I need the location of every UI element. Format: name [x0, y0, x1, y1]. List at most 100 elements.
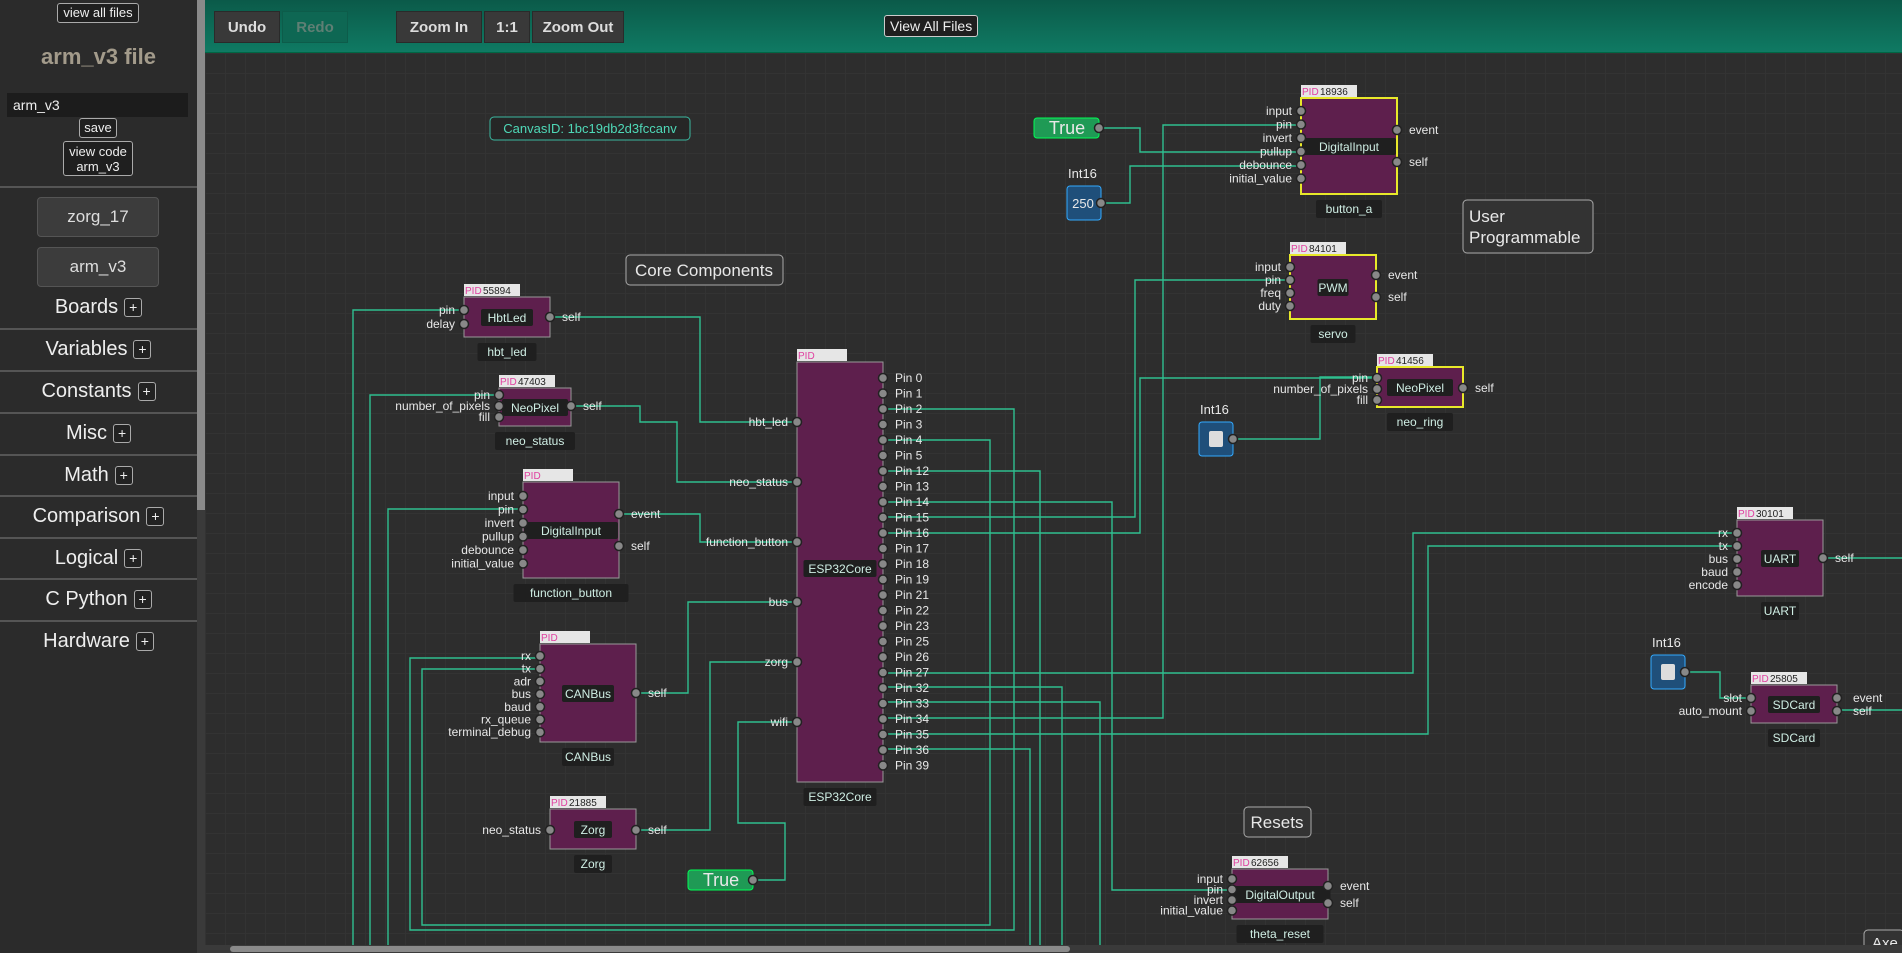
plus-icon[interactable]: + [137, 382, 156, 402]
port[interactable] [877, 558, 889, 570]
section-math[interactable]: Math+ [0, 455, 197, 495]
port[interactable] [877, 589, 889, 601]
port[interactable] [458, 304, 470, 316]
port[interactable] [1284, 287, 1296, 299]
port[interactable] [877, 574, 889, 585]
zoom-in-button[interactable]: Zoom In [396, 11, 482, 43]
port[interactable] [1093, 122, 1105, 134]
port[interactable] [1679, 666, 1691, 678]
port[interactable] [791, 596, 803, 608]
port[interactable] [1731, 566, 1743, 578]
port[interactable] [613, 540, 625, 552]
port[interactable] [1731, 540, 1743, 552]
file-button-zorg-17[interactable]: zorg_17 [37, 197, 159, 237]
port[interactable] [1831, 705, 1843, 717]
port[interactable] [517, 531, 529, 542]
port[interactable] [1731, 553, 1743, 565]
section-hardware[interactable]: Hardware+ [0, 621, 197, 661]
section-constants[interactable]: Constants+ [0, 371, 197, 411]
port[interactable] [1226, 873, 1238, 885]
file-name-input[interactable] [7, 93, 188, 117]
port[interactable] [791, 656, 803, 668]
port[interactable] [1731, 527, 1743, 539]
port[interactable] [1226, 894, 1238, 906]
view-all-files-toolbar-button[interactable]: View All Files [884, 15, 979, 37]
port[interactable] [458, 318, 470, 330]
port[interactable] [1295, 105, 1307, 117]
port[interactable] [877, 605, 889, 616]
port[interactable] [534, 676, 546, 687]
port[interactable] [630, 824, 642, 836]
save-button[interactable]: save [79, 118, 117, 138]
port[interactable] [1227, 433, 1239, 445]
plus-icon[interactable]: + [133, 590, 152, 610]
node-body[interactable] [463, 296, 551, 338]
plus-icon[interactable]: + [114, 466, 133, 486]
port[interactable] [1295, 132, 1307, 144]
plus-icon[interactable]: + [146, 507, 165, 527]
int16-value-field[interactable] [1661, 664, 1675, 680]
port[interactable] [534, 701, 546, 713]
node-function-button[interactable]: PIDDigitalInputfunction_buttoninputpinin… [451, 469, 661, 602]
section-variables[interactable]: Variables+ [0, 329, 197, 369]
port[interactable] [1295, 173, 1307, 184]
port[interactable] [877, 744, 889, 756]
port[interactable] [877, 388, 889, 399]
port[interactable] [877, 713, 889, 725]
port[interactable] [1371, 394, 1383, 406]
port[interactable] [517, 504, 529, 515]
port[interactable] [493, 400, 505, 412]
undo-button[interactable]: Undo [214, 11, 280, 43]
port[interactable] [791, 416, 803, 428]
node-CANBus[interactable]: PIDCANBusCANBusrxtxadrbusbaudrx_queueter… [448, 631, 667, 766]
port[interactable] [1295, 146, 1307, 157]
port[interactable] [1457, 382, 1469, 394]
port[interactable] [1745, 705, 1757, 717]
port[interactable] [1322, 880, 1334, 892]
zoom-out-button[interactable]: Zoom Out [532, 11, 624, 43]
section-misc[interactable]: Misc+ [0, 413, 197, 453]
section-comparison[interactable]: Comparison+ [0, 496, 197, 536]
port[interactable] [791, 476, 803, 488]
port[interactable] [791, 536, 803, 548]
section-logical[interactable]: Logical+ [0, 538, 197, 578]
port[interactable] [791, 716, 803, 728]
port[interactable] [1226, 884, 1238, 895]
port[interactable] [877, 729, 889, 740]
redo-button[interactable]: Redo [282, 11, 348, 43]
plus-icon[interactable]: + [113, 424, 132, 444]
port[interactable] [877, 636, 889, 647]
section-c-python[interactable]: C Python+ [0, 579, 197, 619]
port[interactable] [1370, 269, 1382, 281]
port[interactable] [630, 687, 642, 699]
zoom-reset-button[interactable]: 1:1 [484, 11, 530, 43]
port[interactable] [877, 465, 889, 477]
plus-icon[interactable]: + [133, 340, 152, 360]
port[interactable] [517, 544, 529, 556]
port[interactable] [1322, 897, 1334, 909]
view-code-button[interactable]: view code arm_v3 [63, 141, 133, 176]
file-button-arm-v3[interactable]: arm_v3 [37, 247, 159, 287]
plus-icon[interactable]: + [124, 549, 143, 569]
port[interactable] [534, 714, 546, 725]
port[interactable] [877, 543, 889, 554]
port[interactable] [544, 311, 556, 323]
node-ESP32Core[interactable]: PIDESP32CoreESP32Corehbt_ledneo_statusfu… [706, 349, 929, 806]
port[interactable] [1371, 372, 1383, 384]
port[interactable] [877, 496, 889, 508]
port[interactable] [534, 650, 546, 662]
port[interactable] [517, 558, 529, 569]
port[interactable] [493, 389, 505, 401]
port[interactable] [877, 620, 889, 632]
port[interactable] [877, 481, 889, 492]
port[interactable] [544, 824, 556, 836]
port[interactable] [1745, 692, 1757, 704]
section-boards[interactable]: Boards+ [0, 287, 197, 327]
